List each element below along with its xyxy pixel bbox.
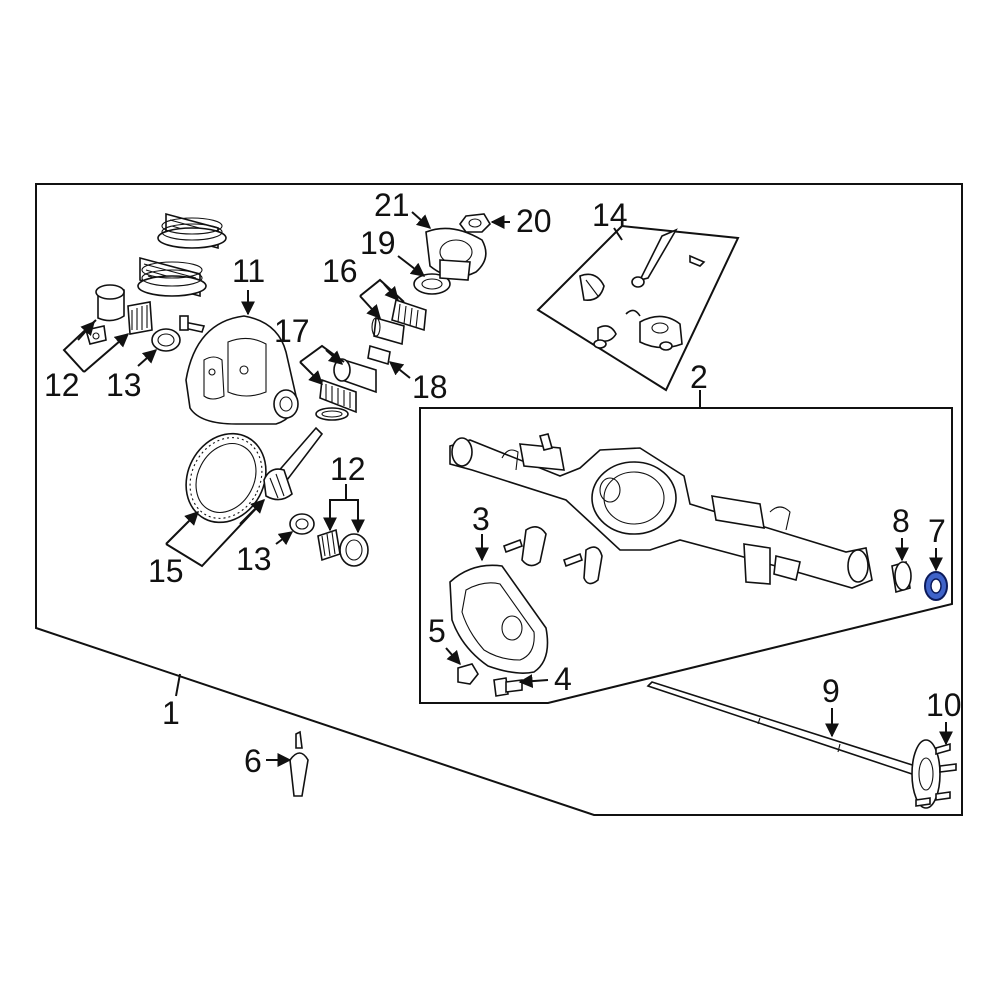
callout-13-left: 13 bbox=[106, 367, 142, 403]
shim-left bbox=[151, 328, 181, 352]
bearing-cone-left bbox=[127, 301, 153, 335]
diff-kit-frame bbox=[536, 224, 740, 392]
axle-flange bbox=[911, 739, 957, 809]
axle-bearing bbox=[891, 560, 912, 594]
collapsible-spacer bbox=[367, 344, 391, 366]
callout-4: 4 bbox=[554, 661, 572, 697]
housing-frame bbox=[419, 407, 953, 704]
callout-13-right: 13 bbox=[236, 541, 272, 577]
sealant-tube bbox=[289, 730, 309, 797]
shim-right bbox=[289, 513, 315, 535]
callout-5: 5 bbox=[428, 613, 446, 649]
fill-plug bbox=[457, 663, 479, 685]
pinion-seal bbox=[413, 273, 451, 295]
callout-14: 14 bbox=[592, 197, 628, 233]
callout-9: 9 bbox=[822, 673, 840, 709]
differential-case bbox=[185, 315, 299, 425]
bearing-cap-left bbox=[502, 526, 547, 567]
clutch-plates-upper bbox=[157, 212, 227, 250]
cover-bolt bbox=[493, 677, 523, 697]
callout-11: 11 bbox=[232, 253, 265, 289]
pinion-bearing-lower-race bbox=[339, 533, 369, 567]
diff-kit-parts bbox=[579, 228, 706, 351]
callout-20: 20 bbox=[516, 203, 552, 239]
pinion-bearing-cone bbox=[391, 298, 427, 332]
callout-21: 21 bbox=[374, 187, 410, 223]
clutch-plates-lower bbox=[137, 256, 207, 298]
carrier-bearing-cone bbox=[319, 378, 357, 414]
callout-7: 7 bbox=[928, 513, 946, 549]
callout-12-left: 12 bbox=[44, 367, 80, 403]
callout-18: 18 bbox=[412, 369, 448, 405]
axle-shaft bbox=[646, 681, 930, 779]
callout-12-right: 12 bbox=[330, 451, 366, 487]
leader-lines bbox=[62, 211, 953, 767]
pinion-gear bbox=[263, 426, 324, 501]
ring-gear bbox=[185, 432, 267, 524]
cross-pin-bolt bbox=[179, 315, 206, 333]
callout-2: 2 bbox=[690, 359, 708, 395]
callout-1: 1 bbox=[162, 695, 180, 731]
pinion-yoke bbox=[425, 227, 487, 281]
pinion-nut bbox=[459, 213, 492, 233]
callout-15: 15 bbox=[148, 553, 184, 589]
bearing-cap-right bbox=[562, 546, 603, 585]
callout-6: 6 bbox=[244, 743, 262, 779]
pinion-bearing-race bbox=[371, 316, 405, 346]
callout-17: 17 bbox=[274, 313, 310, 349]
callout-10: 10 bbox=[926, 687, 962, 723]
pinion-bearing-lower-cone bbox=[317, 528, 341, 562]
assembly-frame bbox=[35, 183, 963, 816]
shim-17 bbox=[315, 407, 349, 421]
callout-8: 8 bbox=[892, 503, 910, 539]
differential-cover bbox=[449, 564, 549, 674]
callout-3: 3 bbox=[472, 501, 490, 537]
axle-seal-highlighted bbox=[924, 571, 948, 601]
axle-housing bbox=[449, 433, 873, 589]
callout-labels: 1 2 3 4 5 6 7 8 9 10 11 12 12 13 13 14 1… bbox=[44, 187, 962, 779]
callout-16: 16 bbox=[322, 253, 358, 289]
bearing-race-left bbox=[95, 284, 125, 322]
callout-19: 19 bbox=[360, 225, 396, 261]
